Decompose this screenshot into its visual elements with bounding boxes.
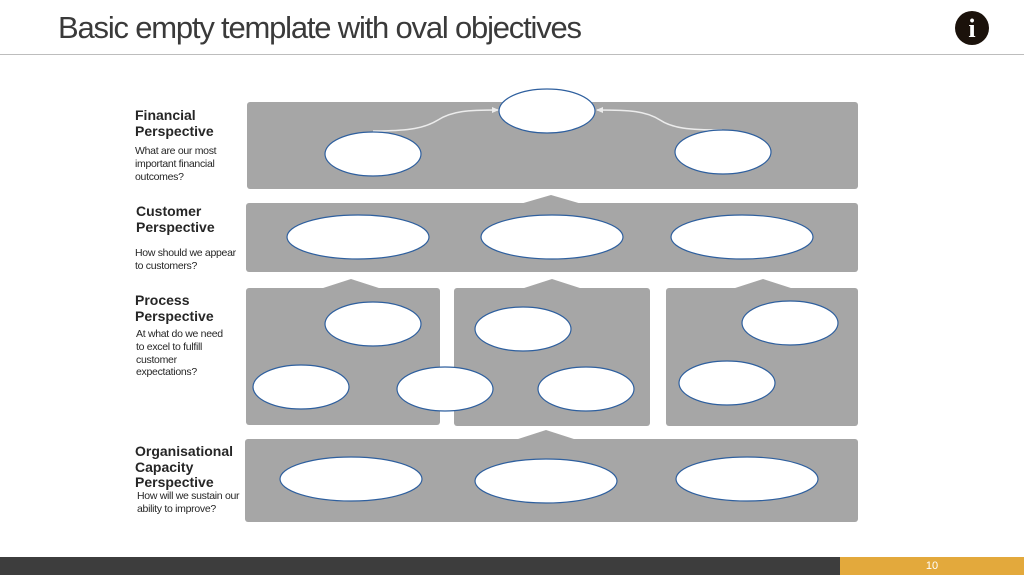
financial-question-line: outcomes? — [135, 170, 184, 183]
process-question-line: customer — [136, 353, 177, 366]
objective-oval-capacity-2[interactable] — [474, 458, 618, 504]
process-heading-line2: Perspective — [135, 307, 214, 324]
objective-oval-process-2b[interactable] — [537, 366, 635, 412]
process-question-line: expectations? — [136, 366, 197, 379]
objective-oval-customer-3[interactable] — [670, 214, 814, 260]
process-panel-2 — [454, 288, 650, 426]
customer-question-line: to customers? — [135, 259, 198, 272]
capacity-question-line: How will we sustain our — [137, 490, 240, 502]
objective-oval-capacity-3[interactable] — [675, 456, 819, 502]
financial-question: What are our most important financial ou… — [135, 145, 217, 183]
process-question-line: to excel to fulfill — [136, 340, 203, 353]
objective-oval-process-3a[interactable] — [741, 300, 839, 346]
capacity-question: How will we sustain our ability to impro… — [137, 490, 240, 516]
process-question: At what do we need to excel to fulfill c… — [136, 328, 223, 379]
capacity-heading-line3: Perspective — [135, 474, 214, 490]
connector-left-arrowhead — [492, 107, 499, 113]
objective-oval-process-1a[interactable] — [324, 301, 422, 347]
financial-heading: Financial Perspective — [135, 107, 214, 139]
process-heading-line1: Process — [135, 292, 190, 308]
chevron-process1-to-customer — [320, 279, 382, 289]
chevron-capacity-to-process — [515, 430, 577, 440]
strategy-map-diagram — [245, 88, 858, 522]
chevron-process2-to-customer — [521, 279, 583, 289]
connector-right-arrowhead — [596, 107, 603, 113]
capacity-heading-line1: Organisational — [135, 443, 234, 459]
customer-question: How should we appear to customers? — [135, 247, 236, 273]
financial-heading-line1: Financial — [135, 107, 196, 123]
info-icon[interactable]: i — [955, 11, 989, 45]
objective-oval-process-1b[interactable] — [252, 364, 350, 410]
connector-right — [596, 109, 723, 131]
objective-oval-financial-left[interactable] — [324, 131, 422, 177]
customer-heading: Customer Perspective — [136, 203, 215, 235]
financial-heading-line2: Perspective — [135, 122, 214, 139]
process-question-line: At what do we need — [136, 328, 223, 340]
footer-bar — [0, 557, 840, 575]
financial-question-line: important financial — [135, 157, 215, 170]
objective-oval-customer-1[interactable] — [286, 214, 430, 260]
objective-oval-customer-2[interactable] — [480, 214, 624, 260]
title-divider — [0, 54, 1024, 55]
customer-question-line: How should we appear — [135, 247, 236, 259]
page-number: 10 — [925, 560, 939, 572]
objective-oval-financial-top[interactable] — [498, 88, 596, 134]
capacity-heading-line2: Capacity — [135, 458, 194, 475]
process-heading: Process Perspective — [135, 292, 214, 324]
chevron-customer-to-financial — [520, 195, 582, 204]
financial-question-line: What are our most — [135, 145, 217, 157]
slide-title: Basic empty template with oval objective… — [58, 10, 582, 45]
capacity-heading: Organisational Capacity Perspective — [135, 443, 234, 491]
objective-oval-process-2a[interactable] — [474, 306, 572, 352]
info-icon-glyph: i — [968, 14, 976, 43]
capacity-question-line: ability to improve? — [137, 502, 216, 515]
customer-heading-line1: Customer — [136, 203, 202, 219]
connector-left — [372, 109, 499, 132]
chevron-process3-to-customer — [732, 279, 794, 289]
objective-oval-financial-right[interactable] — [674, 129, 772, 175]
objective-oval-process-1c[interactable] — [396, 366, 494, 412]
objective-oval-process-3b[interactable] — [678, 360, 776, 406]
footer-accent — [840, 557, 1024, 575]
objective-oval-capacity-1[interactable] — [279, 456, 423, 502]
customer-heading-line2: Perspective — [136, 218, 215, 235]
